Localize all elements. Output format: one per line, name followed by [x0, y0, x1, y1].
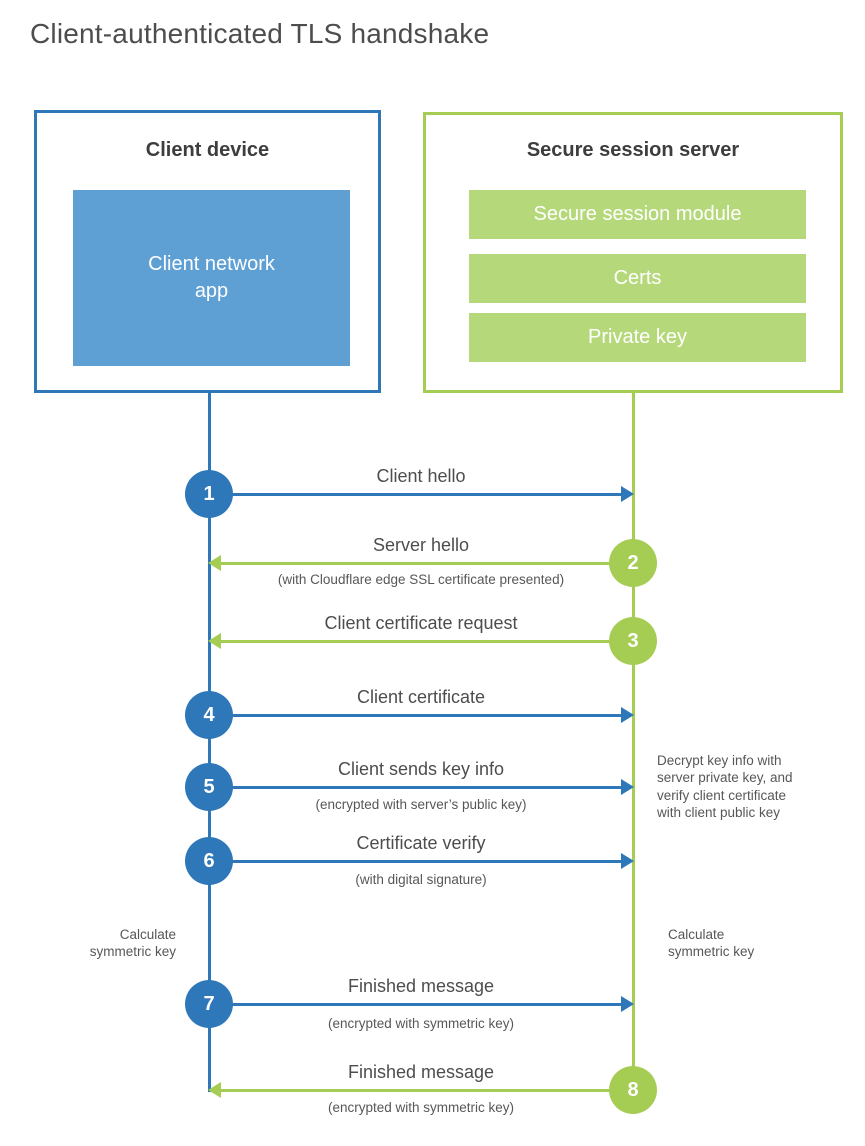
arrow-shaft [209, 713, 623, 717]
arrow-shaft [219, 561, 633, 565]
message-1-label: Client hello [376, 466, 466, 486]
step-7-badge: 7 [185, 980, 233, 1028]
message-2-label: Server hello [372, 535, 470, 555]
arrowhead-left-icon [208, 633, 221, 649]
message-3-arrow-left-icon [208, 633, 634, 649]
message-7-arrow-right-icon [208, 996, 634, 1012]
message-8-label: Finished message [347, 1062, 495, 1082]
server-box: Secure session server Secure session mod… [423, 112, 843, 393]
client-lifeline [208, 393, 211, 1092]
step-2-badge: 2 [609, 539, 657, 587]
message-4-arrow-right-icon [208, 707, 634, 723]
client-device-box: Client device Client network app [34, 110, 381, 393]
message-6-sublabel: (with digital signature) [355, 872, 487, 887]
message-4-label: Client certificate [356, 687, 486, 707]
arrowhead-right-icon [621, 996, 634, 1012]
arrow-shaft [209, 785, 623, 789]
step-5-badge: 5 [185, 763, 233, 811]
step-1-badge: 1 [185, 470, 233, 518]
message-1-arrow-right-icon [208, 486, 634, 502]
arrowhead-right-icon [621, 853, 634, 869]
message-8-sublabel: (encrypted with symmetric key) [327, 1100, 515, 1115]
step-6-badge: 6 [185, 837, 233, 885]
message-7-label: Finished message [347, 976, 495, 996]
message-2-arrow-left-icon [208, 555, 634, 571]
message-6-label: Certificate verify [356, 833, 486, 853]
client-device-title: Client device [145, 139, 270, 161]
message-5-arrow-right-icon [208, 779, 634, 795]
server-title: Secure session server [526, 139, 740, 161]
message-7-sublabel: (encrypted with symmetric key) [327, 1016, 515, 1031]
arrow-shaft [209, 859, 623, 863]
message-8-arrow-left-icon [208, 1082, 634, 1098]
server-module-secure-session: Secure session module [469, 190, 806, 239]
step-8-badge: 8 [609, 1066, 657, 1114]
arrowhead-right-icon [621, 486, 634, 502]
arrow-shaft [219, 639, 633, 643]
note-calculate-symmetric-key-client: Calculate symmetric key [89, 927, 176, 960]
message-6-arrow-right-icon [208, 853, 634, 869]
arrow-shaft [209, 1002, 623, 1006]
diagram-title: Client-authenticated TLS handshake [30, 18, 490, 49]
message-3-label: Client certificate request [324, 613, 518, 633]
arrow-shaft [209, 492, 623, 496]
client-network-app-box: Client network app [73, 190, 350, 366]
step-4-badge: 4 [185, 691, 233, 739]
arrowhead-left-icon [208, 1082, 221, 1098]
message-5-sublabel: (encrypted with server’s public key) [315, 797, 527, 812]
server-module-private-key: Private key [469, 313, 806, 362]
arrowhead-right-icon [621, 707, 634, 723]
server-lifeline [632, 393, 635, 1090]
note-decrypt-key-info: Decrypt key info with server private key… [657, 753, 793, 820]
message-5-label: Client sends key info [337, 759, 505, 779]
note-calculate-symmetric-key-server: Calculate symmetric key [668, 927, 755, 960]
arrowhead-left-icon [208, 555, 221, 571]
step-3-badge: 3 [609, 617, 657, 665]
server-module-certs: Certs [469, 254, 806, 303]
arrowhead-right-icon [621, 779, 634, 795]
message-2-sublabel: (with Cloudflare edge SSL certificate pr… [277, 572, 565, 587]
arrow-shaft [219, 1088, 633, 1092]
